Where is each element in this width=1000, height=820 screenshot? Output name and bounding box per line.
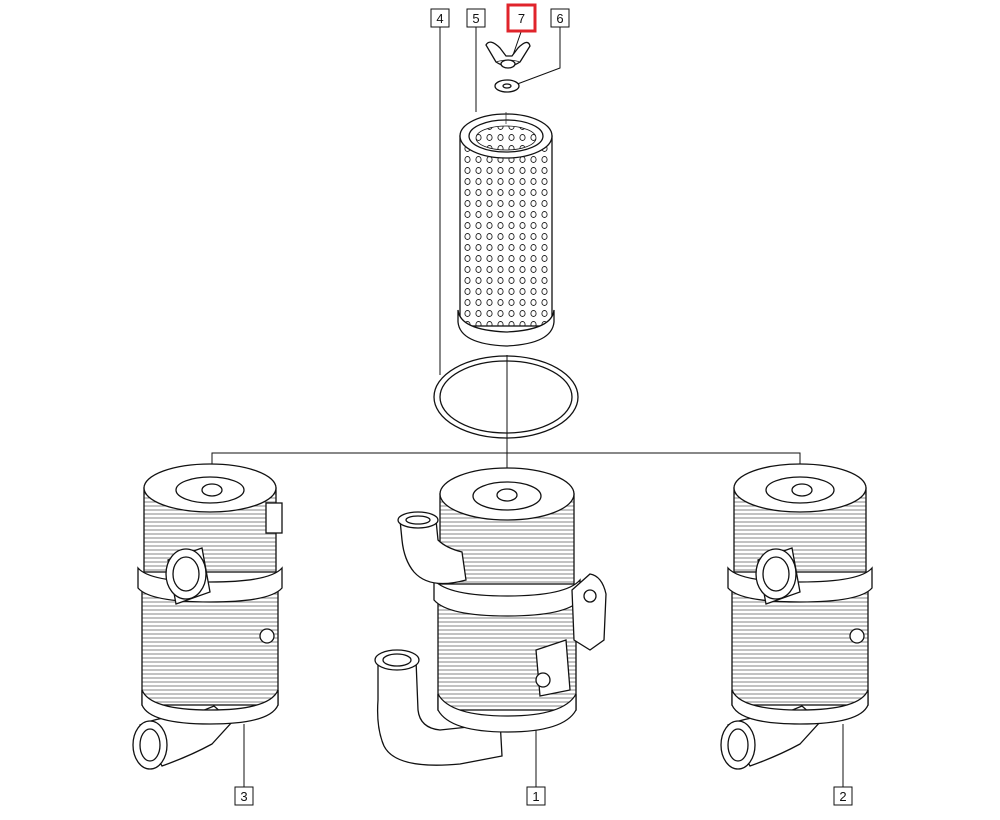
wing-nut-part xyxy=(485,41,531,69)
air-filter-assembly-right xyxy=(720,463,873,770)
callout-5[interactable]: 5 xyxy=(466,8,486,28)
svg-text:6: 6 xyxy=(556,11,563,26)
svg-text:4: 4 xyxy=(436,11,443,26)
svg-text:2: 2 xyxy=(839,789,846,804)
svg-text:1: 1 xyxy=(532,789,539,804)
air-filter-assembly-left xyxy=(132,463,283,770)
svg-text:7: 7 xyxy=(518,11,525,26)
callout-1[interactable]: 1 xyxy=(526,786,546,806)
svg-text:5: 5 xyxy=(472,11,479,26)
gasket-ring-part xyxy=(433,355,579,439)
filter-element-part xyxy=(457,112,555,347)
washer-part xyxy=(494,79,520,93)
callout-6[interactable]: 6 xyxy=(550,8,570,28)
callout-2[interactable]: 2 xyxy=(833,786,853,806)
air-filter-assembly-center xyxy=(374,467,607,766)
callout-4[interactable]: 4 xyxy=(430,8,450,28)
callout-7-highlighted[interactable]: 7 xyxy=(506,3,537,33)
callout-3[interactable]: 3 xyxy=(234,786,254,806)
svg-text:3: 3 xyxy=(240,789,247,804)
